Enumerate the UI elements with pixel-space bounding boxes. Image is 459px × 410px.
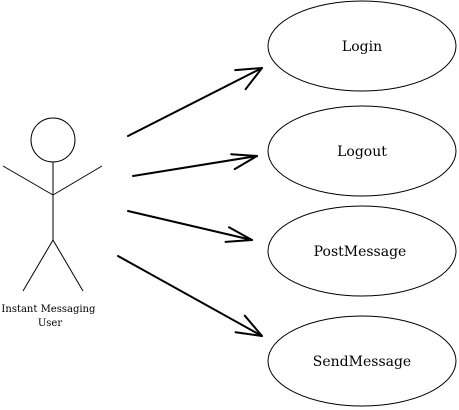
- arrow-head: [224, 226, 253, 243]
- use-case-sendmessage-ellipse: [267, 315, 457, 407]
- use-case-sendmessage-label: SendMessage: [313, 354, 411, 370]
- actor-label-line-2: User: [38, 318, 62, 329]
- use-case-sendmessage[interactable]: SendMessage: [267, 315, 457, 407]
- arrow-shaft: [132, 155, 258, 177]
- actor-figure[interactable]: [2, 117, 103, 292]
- use-case-login-label: Login: [342, 39, 382, 55]
- arrow-shaft: [117, 255, 263, 337]
- actor-head: [30, 117, 76, 163]
- actor-label: Instant Messaging User: [1, 304, 98, 329]
- use-case-postmessage-ellipse: [267, 205, 457, 297]
- use-case-login-ellipse: [267, 0, 457, 92]
- arrow-head: [234, 67, 263, 91]
- association-arrow-login[interactable]: [127, 67, 263, 137]
- association-arrow-logout[interactable]: [132, 153, 258, 177]
- actor-right-arm: [52, 165, 103, 196]
- use-case-postmessage-label: PostMessage: [314, 244, 407, 260]
- use-case-login[interactable]: Login: [267, 0, 457, 92]
- actor-right-leg: [52, 239, 84, 292]
- association-arrow-postmessage[interactable]: [127, 210, 253, 243]
- association-arrow-sendmessage[interactable]: [117, 255, 263, 337]
- actor-left-leg: [22, 239, 54, 292]
- arrow-head: [234, 314, 263, 337]
- use-case-logout-ellipse: [267, 105, 457, 197]
- use-case-postmessage[interactable]: PostMessage: [267, 205, 457, 297]
- use-case-logout[interactable]: Logout: [267, 105, 457, 197]
- arrow-head: [230, 153, 258, 171]
- actor-label-line-1: Instant Messaging: [1, 304, 96, 315]
- arrow-shaft: [127, 67, 263, 137]
- arrow-shaft: [127, 210, 253, 241]
- actor-left-arm: [2, 165, 54, 196]
- use-case-logout-label: Logout: [337, 144, 387, 160]
